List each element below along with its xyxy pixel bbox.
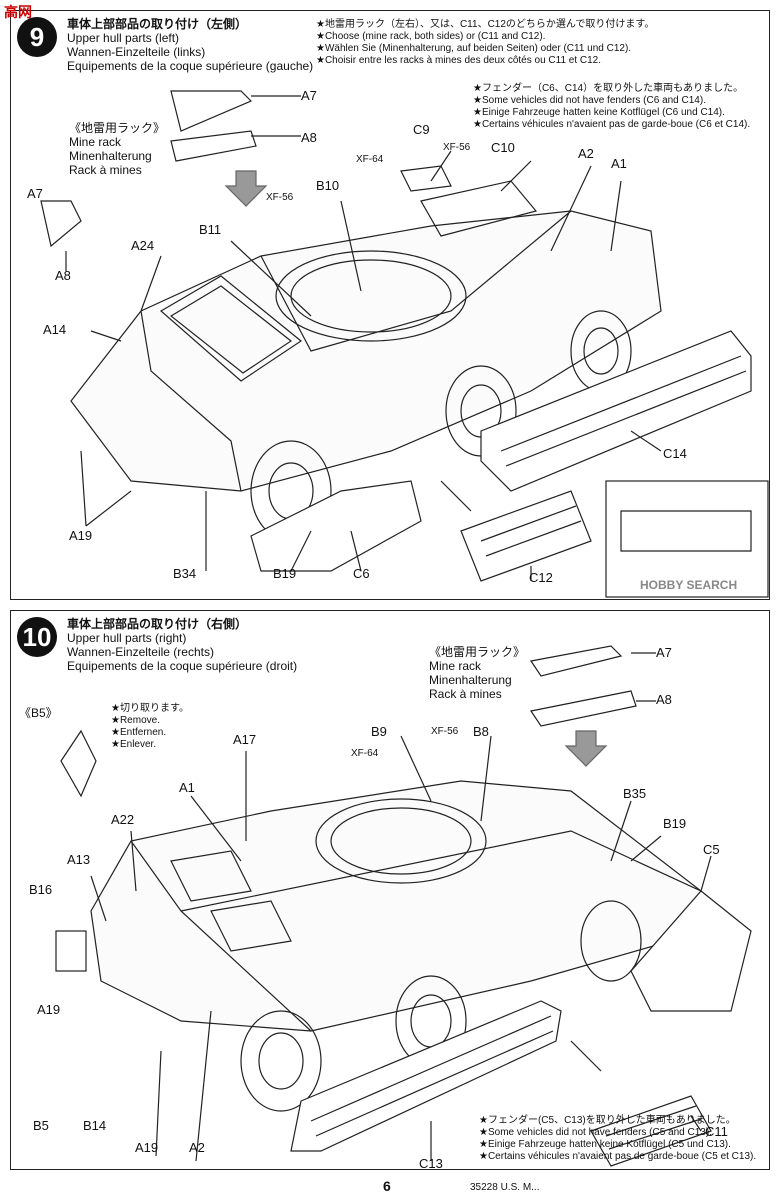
part-label: B19 xyxy=(273,566,297,581)
paint-label: XF-56 xyxy=(431,726,459,737)
step-10-panel: 10 車体上部部品の取り付け（右側） Upper hull parts (rig… xyxy=(10,610,770,1170)
part-label: B11 xyxy=(199,222,222,237)
fender-note: ★フェンダー（C6、C14）を取り外した車両もありました。 ★Some vehi… xyxy=(473,83,751,130)
option-note: ★地雷用ラック（左右）、又は、C11、C12のどちらか選んで取り付けます。 ★C… xyxy=(316,19,655,66)
step-title: 車体上部部品の取り付け（右側） Upper hull parts (right)… xyxy=(67,617,298,673)
part-label: B34 xyxy=(173,566,197,581)
part-label: A2 xyxy=(578,146,594,161)
page-number: 6 xyxy=(383,1178,391,1194)
part-label: A14 xyxy=(43,322,67,337)
part-label: A1 xyxy=(611,156,627,171)
b5-note: 《B5》 xyxy=(19,706,58,720)
part-label: B14 xyxy=(83,1118,107,1133)
paint-label: XF-64 xyxy=(351,748,379,759)
part-label: B19 xyxy=(663,816,687,831)
part-label: A8 xyxy=(301,130,317,145)
part-label: B10 xyxy=(316,178,340,193)
part-label: A22 xyxy=(111,812,135,827)
part-label: A19 xyxy=(37,1002,61,1017)
step-number: 10 xyxy=(17,617,57,657)
part-label: C13 xyxy=(419,1156,443,1171)
part-label: C6 xyxy=(353,566,370,581)
part-label: A1 xyxy=(179,780,195,795)
part-label: A7 xyxy=(27,186,43,201)
part-label: B5 xyxy=(33,1118,49,1133)
paint-label: XF-56 xyxy=(266,192,294,203)
part-label: C12 xyxy=(529,570,553,585)
mine-rack-caption: 《地雷用ラック》 Mine rack Minenhalterung Rack à… xyxy=(429,645,526,701)
part-label: B9 xyxy=(371,724,387,739)
step-10-diagram xyxy=(55,645,752,1167)
part-label: A24 xyxy=(131,238,155,253)
step-9-diagram xyxy=(40,90,769,598)
part-label: B16 xyxy=(29,882,53,897)
mine-rack-caption: 《地雷用ラック》 Mine rack Minenhalterung Rack à… xyxy=(69,121,166,177)
part-label: A19 xyxy=(135,1140,159,1155)
part-label: B35 xyxy=(623,786,647,801)
step-title: 車体上部部品の取り付け（左側） Upper hull parts (left) … xyxy=(67,17,314,73)
part-label: A19 xyxy=(69,528,93,543)
step-9-panel: 9 車体上部部品の取り付け（左側） Upper hull parts (left… xyxy=(10,10,770,600)
watermark-bottom-right: HOBBY SEARCH xyxy=(640,578,738,592)
part-label: A2 xyxy=(189,1140,205,1155)
part-label: A8 xyxy=(656,692,672,707)
part-label: C14 xyxy=(663,446,687,461)
part-label: C5 xyxy=(703,842,720,857)
paint-label: XF-64 xyxy=(356,154,384,165)
product-code: 35228 U.S. M... xyxy=(470,1182,540,1193)
part-label: C11 xyxy=(705,1124,728,1139)
part-label: A17 xyxy=(233,732,257,747)
part-label: C9 xyxy=(413,122,430,137)
part-label: A8 xyxy=(55,268,71,283)
step-number: 9 xyxy=(17,17,57,57)
fender-note: ★フェンダー(C5、C13)を取り外した車両もありました。 ★Some vehi… xyxy=(479,1115,757,1162)
b5-remove-note: ★切り取ります。 ★Remove. ★Entfernen. ★Enlever. xyxy=(111,703,189,750)
part-label: B8 xyxy=(473,724,489,739)
watermark-top-left: 高网 xyxy=(4,4,32,20)
part-label: A7 xyxy=(656,645,672,660)
paint-label: XF-56 xyxy=(443,142,471,153)
part-label: A13 xyxy=(67,852,91,867)
part-label: A7 xyxy=(301,88,317,103)
part-label: C10 xyxy=(491,140,515,155)
